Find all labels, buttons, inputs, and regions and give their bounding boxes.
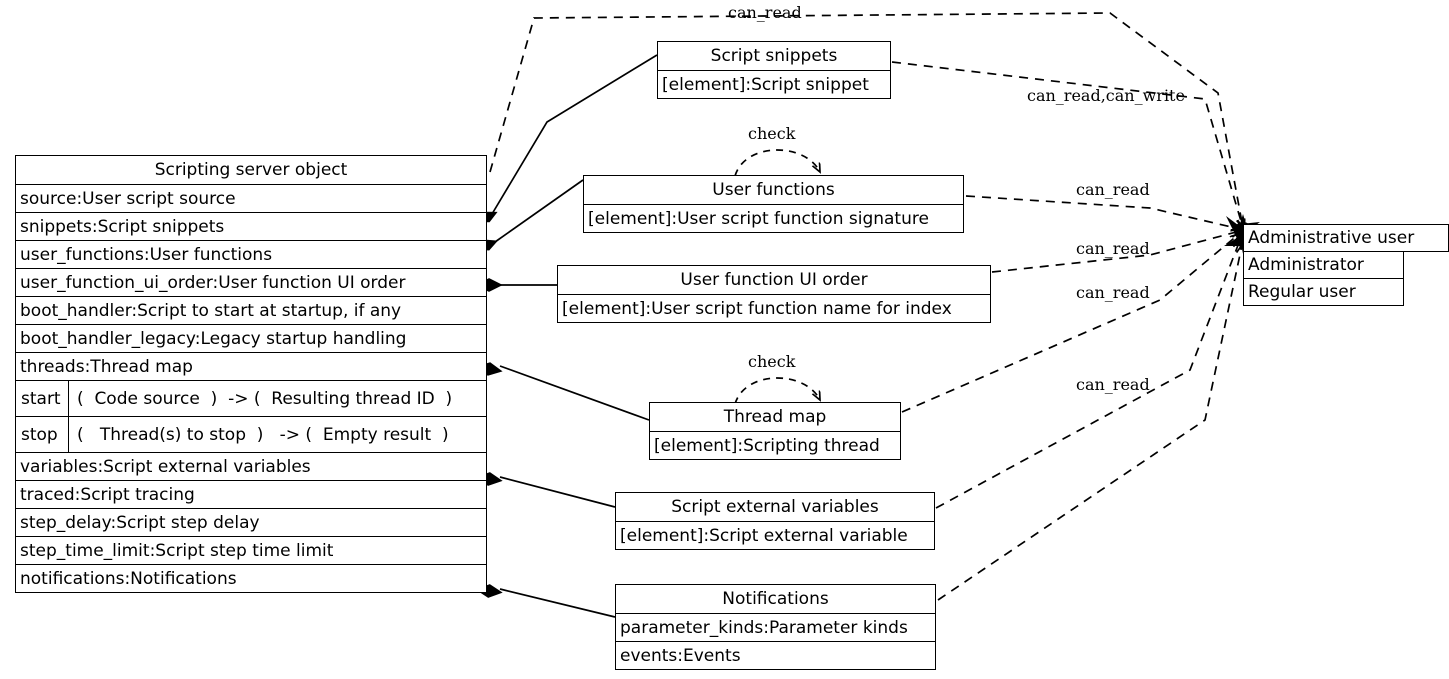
class-method-start: start ( Code source ) -> ( Resulting thr… (16, 380, 486, 416)
edge-notifications (499, 588, 616, 618)
class-attribute: traced:Script tracing (16, 480, 486, 508)
actor-administrative-user[interactable]: Administrative user Administrator Regula… (1243, 224, 1449, 306)
permission-edges (489, 12, 1243, 601)
class-thread-map[interactable]: Thread map [element]:Scripting thread (649, 402, 901, 460)
method-name: stop (16, 417, 69, 452)
edge-label-can-read-can-write: can_read,can_write (1027, 86, 1185, 105)
method-signature: ( Code source ) -> ( Resulting thread ID… (77, 388, 453, 409)
class-attribute: [element]:Script external variable (616, 521, 934, 549)
class-attribute: threads:Thread map (16, 352, 486, 380)
class-attribute: boot_handler_legacy:Legacy startup handl… (16, 324, 486, 352)
class-attribute: source:User script source (16, 184, 486, 212)
class-title: Script snippets (658, 42, 890, 70)
class-attribute: events:Events (616, 641, 935, 669)
class-attribute: user_functions:User functions (16, 240, 486, 268)
edge-can-read-source (489, 12, 1243, 228)
edge-label-can-read-ui-order-a: can_read (1076, 239, 1150, 258)
class-title: Thread map (650, 403, 900, 431)
class-attribute: parameter_kinds:Parameter kinds (616, 613, 935, 641)
class-attribute: snippets:Script snippets (16, 212, 486, 240)
actor-title: Administrative user (1243, 224, 1449, 252)
composition-edges (491, 54, 658, 618)
class-scripting-server-object[interactable]: Scripting server object source:User scri… (15, 155, 487, 593)
class-user-functions[interactable]: User functions [element]:User script fun… (583, 175, 964, 233)
edge-label-can-read-user-functions: can_read (1076, 180, 1150, 199)
class-title: Script external variables (616, 493, 934, 521)
class-title: User functions (584, 176, 963, 204)
edge-can-read-user-functions (965, 195, 1240, 229)
actor-role: Regular user (1243, 279, 1404, 306)
class-attribute: boot_handler:Script to start at startup,… (16, 296, 486, 324)
class-attribute: [element]:Script snippet (658, 70, 890, 98)
class-notifications[interactable]: Notifications parameter_kinds:Parameter … (615, 584, 936, 670)
class-attribute: notifications:Notifications (16, 564, 486, 592)
check-loops (734, 149, 820, 405)
class-attribute: step_time_limit:Script step time limit (16, 536, 486, 564)
class-attribute: user_function_ui_order:User function UI … (16, 268, 486, 296)
check-loop-thread-map (734, 377, 820, 405)
class-title: Notifications (616, 585, 935, 613)
class-title: User function UI order (558, 266, 990, 294)
edge-label-check-user-functions: check (748, 124, 796, 143)
edge-can-read-write-snippets (891, 61, 1243, 228)
edge-label-can-read-ui-order-b: can_read (1076, 283, 1150, 302)
edge-label-can-read-top: can_read (728, 3, 802, 22)
class-attribute: variables:Script external variables (16, 452, 486, 480)
edge-variables (499, 476, 616, 508)
class-attribute: [element]:User script function name for … (558, 294, 990, 322)
edge-can-read-ui-order (991, 231, 1240, 273)
edge-label-check-thread-map: check (748, 352, 796, 371)
class-script-external-variables[interactable]: Script external variables [element]:Scri… (615, 492, 935, 550)
method-name: start (16, 381, 69, 416)
class-attribute: [element]:User script function signature (584, 204, 963, 232)
edge-can-read-thread-map (901, 234, 1239, 413)
edge-snippets (491, 54, 658, 215)
edge-threads (499, 365, 650, 421)
check-loop-user-functions (734, 149, 820, 177)
class-attribute: [element]:Scripting thread (650, 431, 900, 459)
edge-can-read-notifications (937, 245, 1242, 601)
class-user-function-ui-order[interactable]: User function UI order [element]:User sc… (557, 265, 991, 323)
edge-label-can-read-thread-map: can_read (1076, 375, 1150, 394)
class-attribute: step_delay:Script step delay (16, 508, 486, 536)
class-script-snippets[interactable]: Script snippets [element]:Script snippet (657, 41, 891, 99)
class-method-stop: stop ( Thread(s) to stop ) -> ( Empty re… (16, 416, 486, 452)
class-title: Scripting server object (16, 156, 486, 184)
edge-user-functions (494, 179, 584, 243)
actor-role: Administrator (1243, 252, 1404, 279)
method-signature: ( Thread(s) to stop ) -> ( Empty result … (77, 424, 449, 445)
edge-can-read-external-variables (935, 240, 1240, 509)
